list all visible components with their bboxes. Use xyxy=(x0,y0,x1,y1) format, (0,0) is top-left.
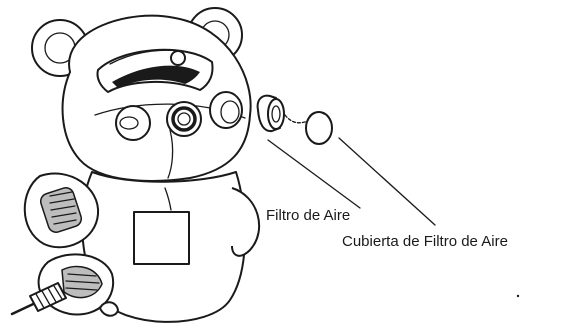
left-clip xyxy=(23,172,100,249)
hose-fitting xyxy=(10,282,67,316)
air-filter-cover xyxy=(305,111,333,145)
left-sensor-port xyxy=(115,105,151,141)
air-filter-cover-label: Cubierta de Filtro de Aire xyxy=(342,233,508,250)
air-filter-label: Filtro de Aire xyxy=(266,207,350,224)
air-filter-cover-leader-line xyxy=(338,137,436,226)
filter-port xyxy=(209,91,243,129)
top-compartment xyxy=(96,48,214,93)
display-screen xyxy=(133,211,190,265)
assembly-guide-line xyxy=(284,114,309,124)
speck xyxy=(516,294,520,298)
air-filter xyxy=(256,94,285,133)
device-body xyxy=(81,171,246,323)
air-filter-leader-line xyxy=(267,139,361,209)
center-sensor-port xyxy=(166,101,202,137)
right-arm xyxy=(231,187,260,257)
